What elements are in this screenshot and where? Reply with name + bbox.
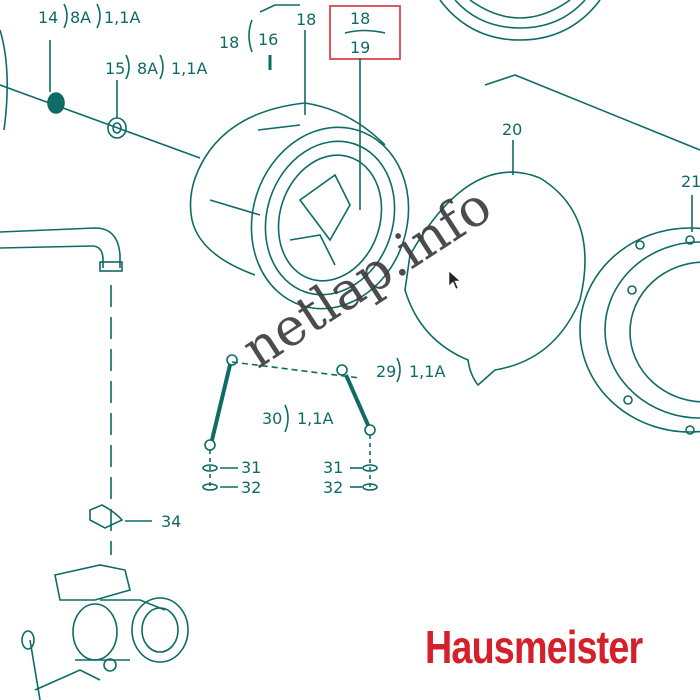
label-20: 20 [502, 120, 522, 139]
label-32-left: 32 [241, 478, 261, 497]
label-15: 15 [105, 59, 125, 78]
drain-pump [21, 564, 189, 700]
label-29-qty: 1,1A [409, 362, 445, 381]
label-21: 21 [681, 172, 700, 191]
label-30: 30 [262, 409, 282, 428]
clip-34 [89, 504, 124, 529]
label-15-spec: 8A [137, 59, 158, 78]
label-14-qty: 1,1A [104, 8, 140, 27]
bracket-line [259, 4, 300, 13]
label-29: 29 [376, 362, 396, 381]
label-31-right: 31 [323, 458, 343, 477]
washer-15 [107, 80, 127, 139]
label-15-qty: 1,1A [171, 59, 207, 78]
label-30-qty: 1,1A [297, 409, 333, 428]
shaft-line [0, 84, 201, 159]
top-drum-partial [439, 0, 601, 41]
brand-logo: Hausmeister [425, 621, 643, 673]
label-32-right: 32 [323, 478, 343, 497]
door-gasket-20 [404, 171, 586, 387]
label-14-spec: 8A [70, 8, 91, 27]
label-18-top: 18 [296, 10, 316, 29]
label-18-outer: 18 [219, 33, 239, 52]
label-31-left: 31 [241, 458, 261, 477]
label-34: 34 [161, 512, 181, 531]
label-14: 14 [38, 8, 58, 27]
label-16: 16 [258, 30, 278, 49]
drum-tub [189, 102, 410, 310]
mouse-cursor-icon [448, 270, 461, 290]
left-edge-part [0, 29, 8, 131]
label-19-boxed: 19 [350, 38, 370, 57]
shock-absorber-30 [202, 354, 361, 491]
shock-absorber-29 [336, 364, 378, 491]
nut-14 [47, 40, 65, 114]
rear-tub-21 [579, 195, 700, 435]
highlight-box-18-19 [329, 5, 401, 60]
label-18-boxed: 18 [350, 9, 370, 28]
